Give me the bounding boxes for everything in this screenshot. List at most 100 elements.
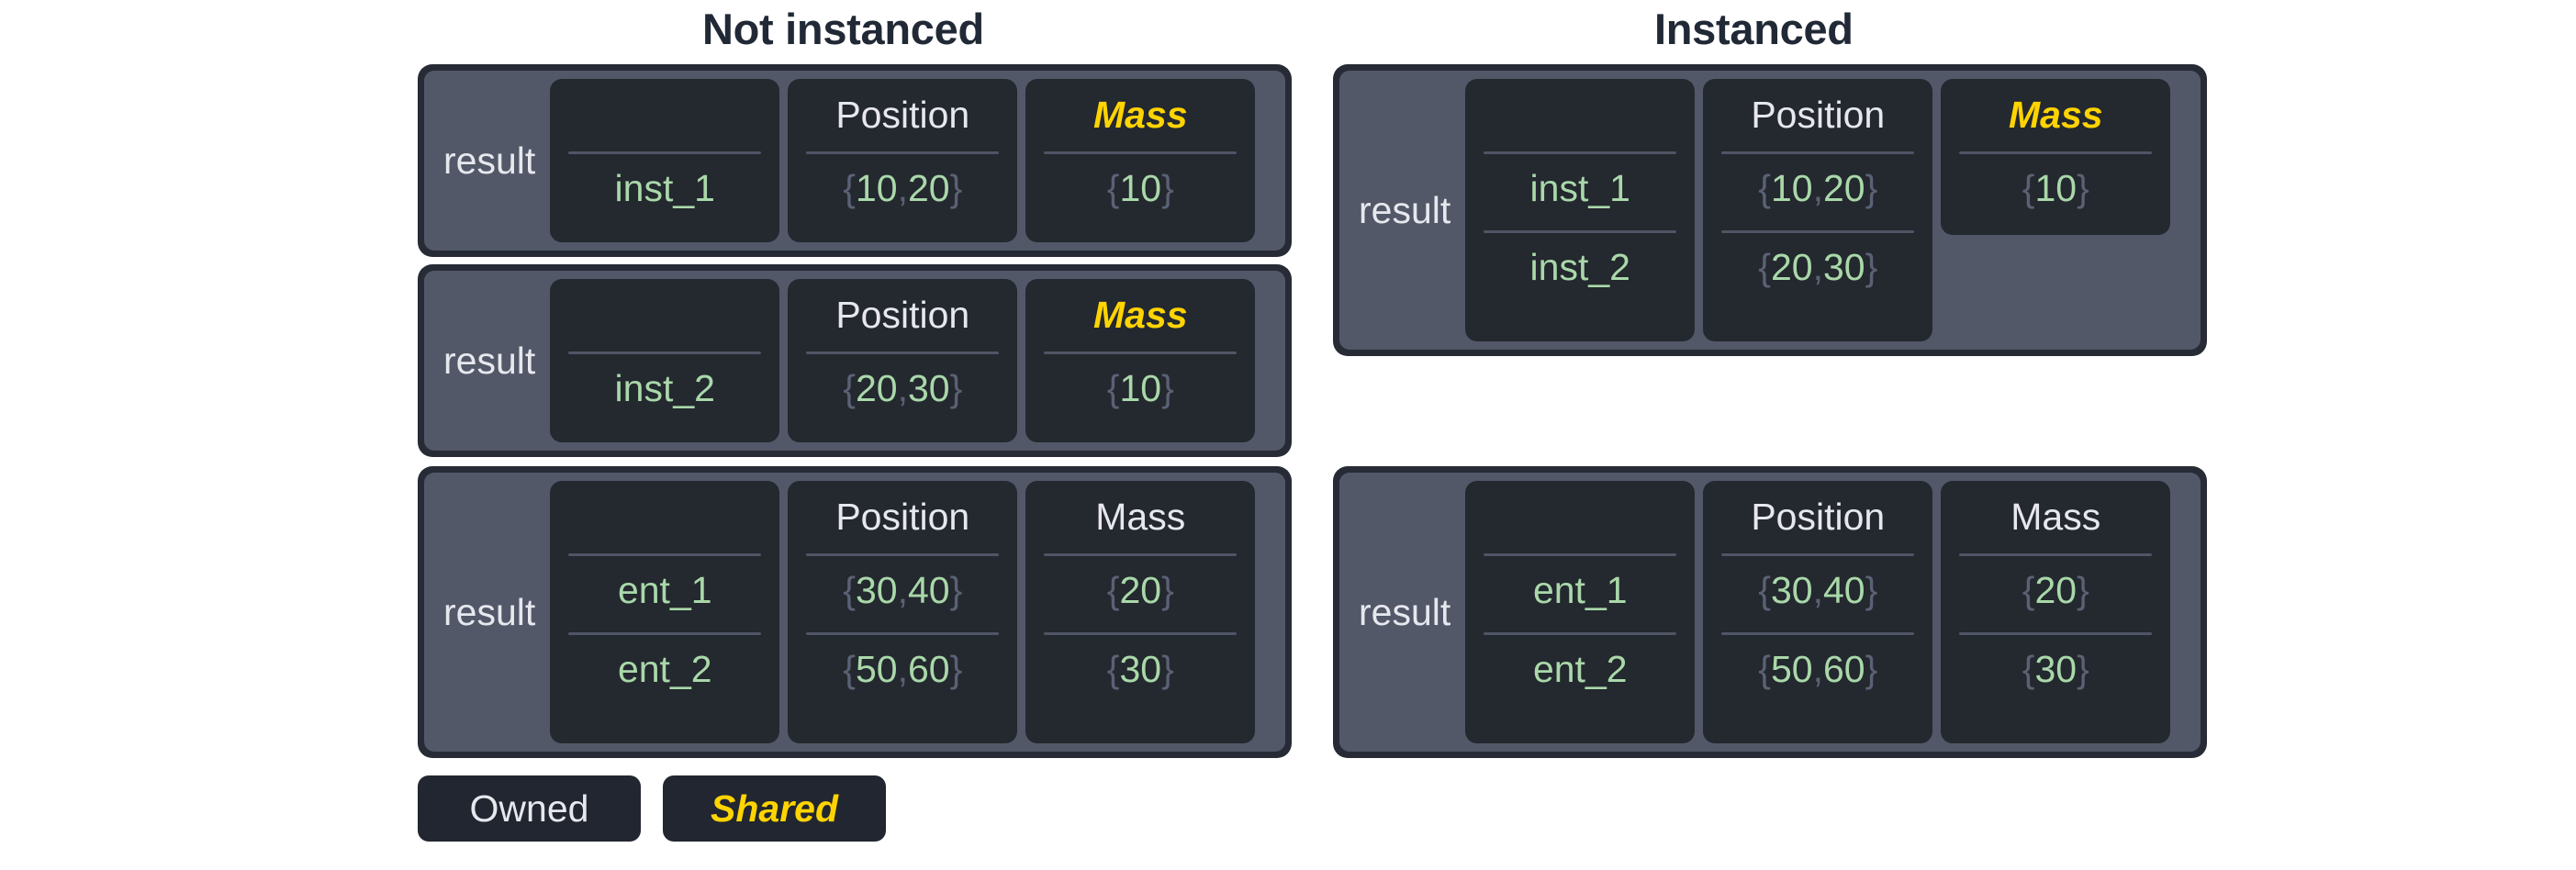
row-divider	[1044, 632, 1238, 635]
header-divider	[1959, 151, 2153, 154]
cell-position: {20, 30}	[1758, 245, 1878, 288]
cell-mass: {10}	[1106, 366, 1174, 409]
table-panel: result inst_2 Position {20, 30} Mass {10…	[424, 271, 1285, 451]
column-mass-shared: Mass {10}	[1941, 79, 2171, 235]
legend-chip-owned: Owned	[418, 775, 641, 842]
cell-mass: {20}	[1106, 568, 1174, 611]
column-header-mass: Mass	[1092, 293, 1188, 336]
table-not-instanced-3: result ent_1 ent_2 Position {30, 40} {50…	[418, 466, 1292, 758]
header-divider	[568, 351, 762, 354]
cell-name: ent_1	[1532, 568, 1628, 611]
column-name: ent_1 ent_2	[550, 481, 780, 743]
column-header-name	[563, 286, 767, 343]
header-divider	[1484, 553, 1677, 556]
column-mass: Mass {20} {30}	[1025, 481, 1256, 743]
table-not-instanced-2: result inst_2 Position {20, 30} Mass {10…	[418, 264, 1292, 457]
table-panel: result inst_1 inst_2 Position {10, 20} {…	[1339, 71, 2201, 350]
cell-name: inst_2	[614, 366, 715, 409]
column-mass: Mass {10}	[1025, 279, 1256, 442]
cell-name: ent_1	[617, 568, 712, 611]
column-header-position: Position	[835, 293, 970, 336]
cell-mass: {30}	[1106, 647, 1174, 690]
column-mass: Mass {10}	[1025, 79, 1256, 242]
cell-mass: {10}	[1106, 166, 1174, 209]
result-label: result	[443, 590, 536, 633]
header-divider	[1721, 553, 1915, 556]
row-divider	[1721, 230, 1915, 233]
row-divider	[568, 632, 762, 635]
cell-name: inst_2	[1529, 245, 1630, 288]
header-divider	[1959, 553, 2153, 556]
cell-name: inst_1	[614, 166, 715, 209]
legend-chip-shared: Shared	[663, 775, 886, 842]
cell-name: inst_1	[1529, 166, 1630, 209]
column-name: inst_1 inst_2	[1465, 79, 1696, 341]
column-position: Position {10, 20} {20, 30}	[1703, 79, 1933, 341]
column-header-position: Position	[835, 93, 970, 136]
column-group: inst_2 Position {20, 30} Mass {10}	[550, 279, 1277, 442]
column-header-position: Position	[1751, 93, 1886, 136]
column-header-position: Position	[835, 495, 970, 538]
column-position: Position {20, 30}	[788, 279, 1018, 442]
column-header-mass: Mass	[1095, 495, 1186, 538]
column-position: Position {30, 40} {50, 60}	[788, 481, 1018, 743]
table-instanced-2: result ent_1 ent_2 Position {30, 40} {50…	[1333, 466, 2207, 758]
cell-mass: {10}	[2022, 166, 2089, 209]
table-panel: result inst_1 Position {10, 20} Mass {10…	[424, 71, 1285, 251]
header-divider	[568, 151, 762, 154]
header-divider	[1044, 553, 1238, 556]
cell-name: ent_2	[617, 647, 712, 690]
legend: Owned Shared	[418, 775, 886, 842]
column-group: ent_1 ent_2 Position {30, 40} {50, 60} M…	[550, 481, 1277, 743]
header-divider	[1044, 351, 1238, 354]
cell-position: {10, 20}	[1758, 166, 1878, 209]
column-header-name	[1478, 86, 1682, 143]
row-divider	[806, 632, 1000, 635]
heading-not-instanced: Not instanced	[702, 5, 984, 53]
column-position: Position {30, 40} {50, 60}	[1703, 481, 1933, 743]
header-divider	[806, 151, 1000, 154]
header-divider	[1721, 151, 1915, 154]
column-group: ent_1 ent_2 Position {30, 40} {50, 60} M…	[1465, 481, 2192, 743]
cell-position: {20, 30}	[843, 366, 963, 409]
header-divider	[1044, 151, 1238, 154]
column-name: inst_2	[550, 279, 780, 442]
cell-position: {50, 60}	[1758, 647, 1878, 690]
column-header-name	[563, 488, 767, 545]
column-header-mass: Mass	[2008, 93, 2103, 136]
header-divider	[806, 351, 1000, 354]
row-divider	[1721, 632, 1915, 635]
result-label: result	[443, 139, 536, 182]
row-divider	[1484, 230, 1677, 233]
result-label: result	[443, 339, 536, 382]
table-panel: result ent_1 ent_2 Position {30, 40} {50…	[424, 473, 1285, 752]
column-position: Position {10, 20}	[788, 79, 1018, 242]
table-instanced-1: result inst_1 inst_2 Position {10, 20} {…	[1333, 64, 2207, 356]
table-panel: result ent_1 ent_2 Position {30, 40} {50…	[1339, 473, 2201, 752]
column-name: inst_1	[550, 79, 780, 242]
column-header-position: Position	[1751, 495, 1886, 538]
cell-position: {30, 40}	[843, 568, 963, 611]
cell-position: {50, 60}	[843, 647, 963, 690]
result-label: result	[1359, 188, 1451, 231]
cell-mass: {30}	[2022, 647, 2089, 690]
header-divider	[1484, 151, 1677, 154]
row-divider	[1484, 632, 1677, 635]
cell-position: {30, 40}	[1758, 568, 1878, 611]
header-divider	[806, 553, 1000, 556]
result-label: result	[1359, 590, 1451, 633]
column-header-name	[563, 86, 767, 143]
cell-name: ent_2	[1532, 647, 1628, 690]
table-not-instanced-1: result inst_1 Position {10, 20} Mass {10…	[418, 64, 1292, 257]
header-divider	[568, 553, 762, 556]
heading-instanced: Instanced	[1654, 5, 1854, 53]
column-header-mass: Mass	[1092, 93, 1188, 136]
column-group: inst_1 Position {10, 20} Mass {10}	[550, 79, 1277, 242]
row-divider	[1959, 632, 2153, 635]
column-header-name	[1478, 488, 1682, 545]
cell-position: {10, 20}	[843, 166, 963, 209]
cell-mass: {20}	[2022, 568, 2089, 611]
column-mass: Mass {20} {30}	[1941, 481, 2171, 743]
column-header-mass: Mass	[2010, 495, 2101, 538]
